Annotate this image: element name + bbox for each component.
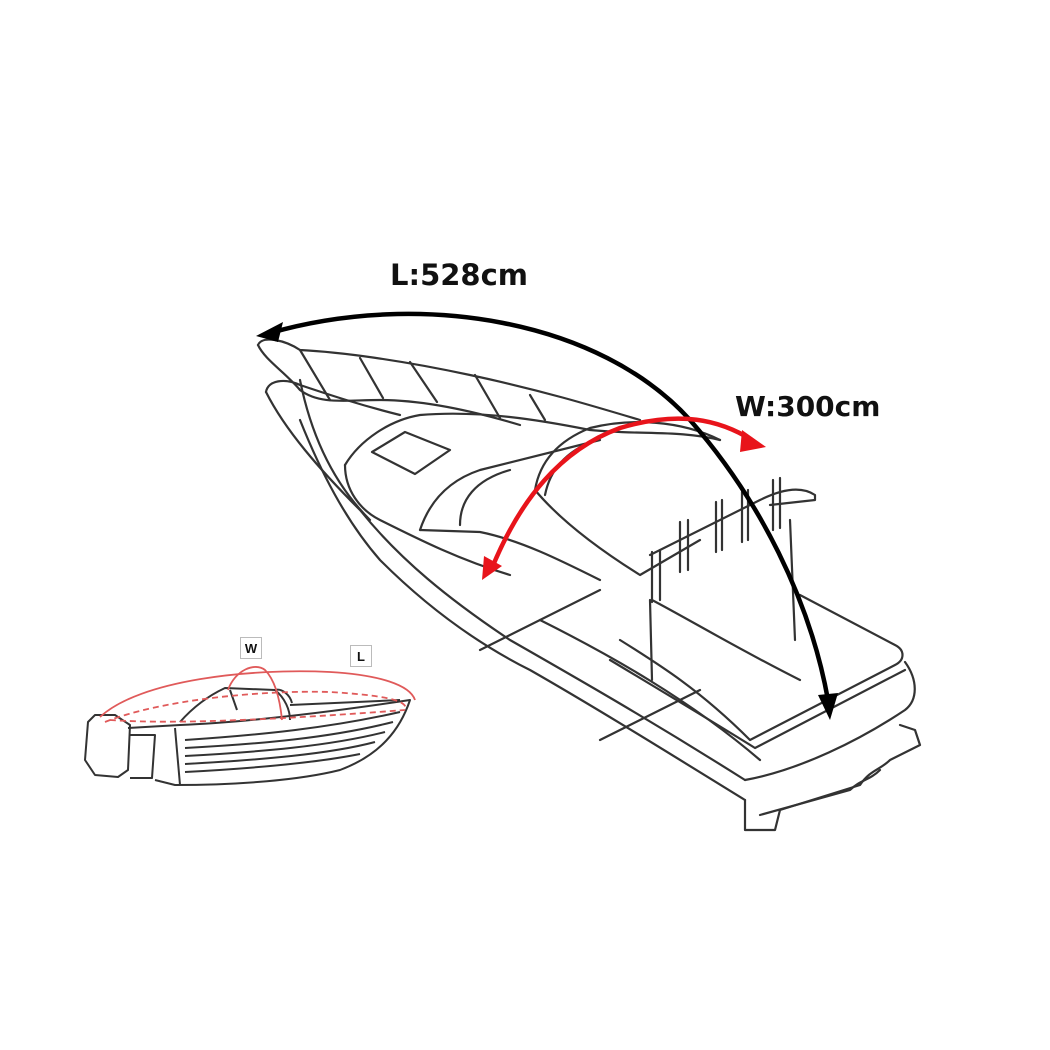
inset-width-tag: W [240,637,262,659]
inset-boat-illustration [84,666,416,786]
inset-length-tag: L [350,645,372,667]
width-label: W:300cm [735,390,881,423]
width-arrow [482,416,766,580]
length-label: L:528cm [390,258,529,292]
length-arrow [256,311,838,720]
